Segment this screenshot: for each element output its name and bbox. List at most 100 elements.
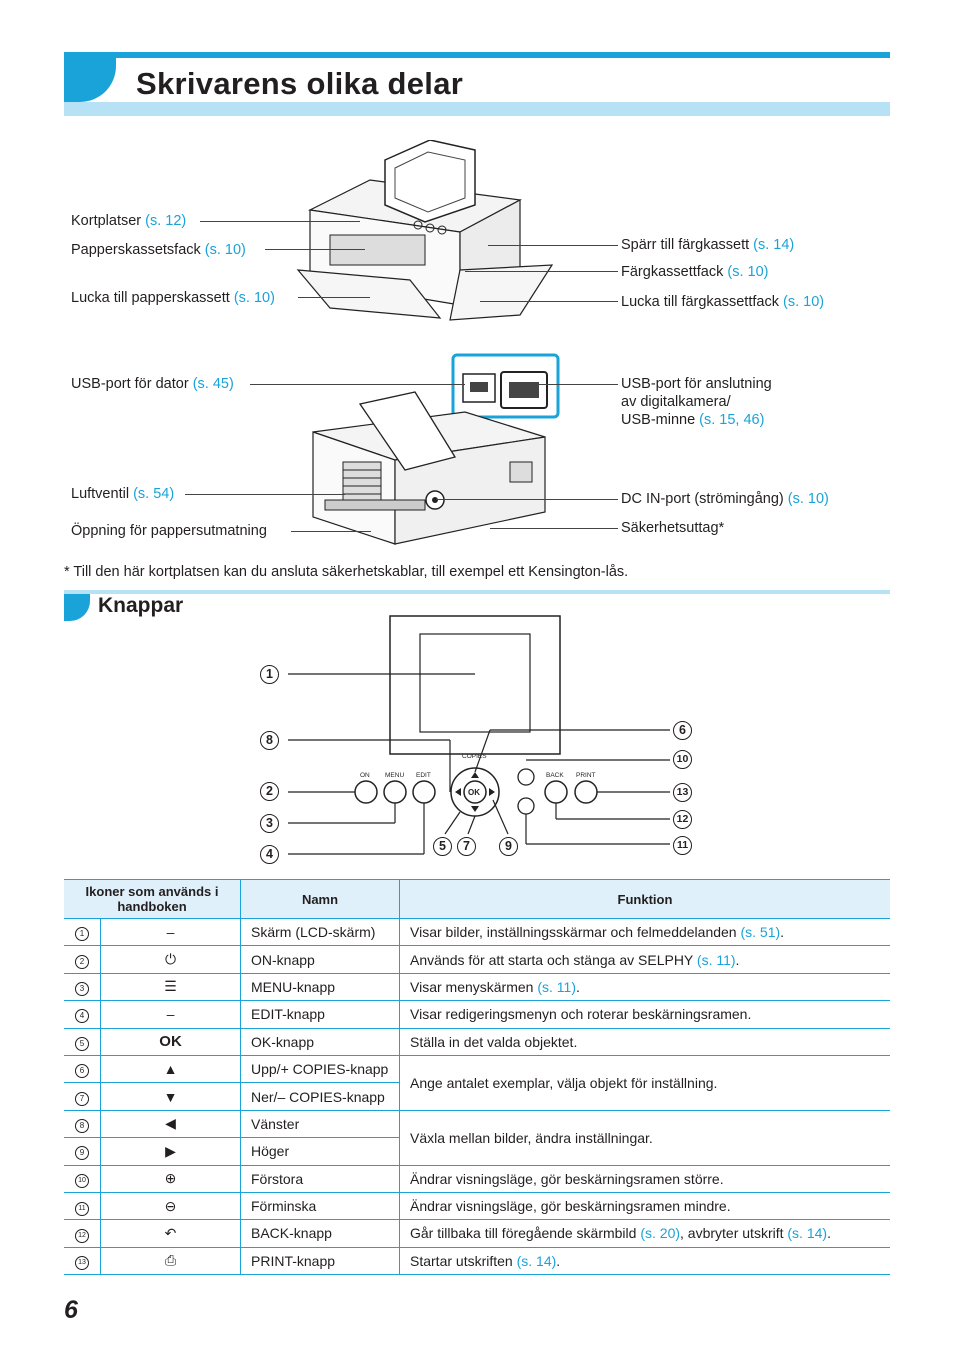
row-name: PRINT-knapp [240, 1247, 400, 1276]
header-icons: Ikoner som används i handboken [64, 879, 241, 919]
leader-oppning [291, 531, 371, 532]
label-dc-in: DC IN-port (strömingång) (s. 10) [621, 491, 829, 507]
copies-label: COPIES [462, 753, 487, 760]
row-number: 1 [75, 927, 90, 942]
page-ref[interactable]: (s. 14) [753, 237, 795, 253]
page-ref[interactable]: (s. 45) [192, 376, 234, 392]
table-row: 1 – Skärm (LCD-skärm) Visar bilder, inst… [64, 918, 890, 947]
row-name: Förminska [240, 1192, 400, 1221]
page-ref[interactable]: (s. 10) [727, 264, 769, 280]
print-icon: ⎙ [100, 1247, 241, 1276]
row-number: 12 [75, 1228, 90, 1243]
row-function: Startar utskriften (s. 14). [399, 1247, 890, 1276]
row-number: 2 [75, 954, 90, 969]
leader-sakerhet [490, 528, 618, 529]
footnote: * Till den här kortplatsen kan du anslut… [64, 564, 629, 580]
row-name: Skärm (LCD-skärm) [240, 918, 400, 947]
row-function: Visar redigeringsmenyn och roterar beskä… [399, 1000, 890, 1029]
callout-3: 3 [260, 814, 279, 833]
row-number: 13 [75, 1256, 90, 1271]
callout-5: 5 [433, 837, 452, 856]
row-number: 5 [75, 1036, 90, 1051]
power-icon: ⏻ [100, 945, 241, 974]
table-row: 13 ⎙ PRINT-knapp Startar utskriften (s. … [64, 1247, 890, 1276]
ok-icon: OK [100, 1028, 241, 1056]
printer-front-illustration [296, 140, 554, 321]
callout-6: 6 [673, 721, 692, 740]
leader-usb-kamera [530, 384, 618, 385]
page-ref[interactable]: (s. 51) [740, 924, 781, 941]
table-row: 7 ▼ Ner/– COPIES-knapp [64, 1082, 890, 1111]
back-label: BACK [546, 772, 564, 779]
page-ref[interactable]: (s. 14) [787, 1225, 828, 1242]
title-tab-decoration [64, 52, 116, 102]
page-title: Skrivarens olika delar [136, 66, 464, 101]
table-row: 4 – EDIT-knapp Visar redigeringsmenyn oc… [64, 1000, 890, 1029]
leader-dc-in [436, 499, 618, 500]
row-function: Ställa in det valda objektet. [399, 1028, 890, 1056]
page-ref[interactable]: (s. 20) [640, 1225, 681, 1242]
label-kortplatser: Kortplatser (s. 12) [71, 213, 187, 229]
page-ref[interactable]: (s. 11) [696, 951, 736, 968]
callout-13: 13 [673, 783, 692, 802]
row-number: 8 [75, 1118, 90, 1133]
row-function: Växla mellan bilder, ändra inställningar… [399, 1110, 890, 1166]
label-line: USB-minne (s. 15, 46) [621, 412, 765, 428]
leader-usb-dator [250, 384, 465, 385]
row-number: 3 [75, 981, 90, 996]
print-label: PRINT [576, 772, 596, 779]
table-row: 3 ☰ MENU-knapp Visar menyskärmen (s. 11)… [64, 973, 890, 1002]
row-function: Går tillbaka till föregående skärmbild (… [399, 1219, 890, 1248]
table-row: 8 ◀ Vänster Växla mellan bilder, ändra i… [64, 1110, 890, 1166]
page-ref[interactable]: (s. 10) [204, 242, 246, 258]
row-icon: – [100, 1000, 241, 1029]
left-arrow-icon: ◀ [100, 1110, 241, 1139]
callout-10: 10 [673, 750, 692, 769]
page-ref[interactable]: (s. 14) [516, 1252, 557, 1269]
label-fargkassettfack: Färgkassettfack (s. 10) [621, 264, 769, 280]
down-arrow-icon: ▼ [100, 1082, 241, 1111]
page-ref[interactable]: (s. 15, 46) [699, 412, 765, 428]
up-arrow-icon: ▲ [100, 1055, 241, 1084]
page-ref[interactable]: (s. 12) [145, 213, 187, 229]
row-number: 9 [75, 1146, 90, 1161]
table-row: 10 ⊕ Förstora Ändrar visningsläge, gör b… [64, 1165, 890, 1193]
table-row: 9 ▶ Höger [64, 1137, 890, 1166]
leader-lucka-papper [298, 297, 370, 298]
label-oppning: Öppning för pappersutmatning [71, 523, 267, 539]
row-name: Vänster [240, 1110, 400, 1139]
row-function: Visar bilder, inställningsskärmar och fe… [399, 918, 890, 947]
page-number: 6 [64, 1296, 78, 1324]
callout-4: 4 [260, 845, 279, 864]
table-row: 2 ⏻ ON-knapp Används för att starta och … [64, 945, 890, 974]
label-lucka-papper: Lucka till papperskassett (s. 10) [71, 290, 275, 306]
page-ref[interactable]: (s. 54) [133, 486, 175, 502]
row-name: BACK-knapp [240, 1219, 400, 1248]
edit-label: EDIT [416, 772, 431, 779]
table-row: 6 ▲ Upp/+ COPIES-knapp Ange antalet exem… [64, 1055, 890, 1111]
page-ref[interactable]: (s. 10) [783, 294, 825, 310]
zoom-out-icon: ⊖ [100, 1192, 241, 1221]
callout-11: 11 [673, 836, 692, 855]
label-line: USB-port för anslutning [621, 376, 772, 392]
printer-back-illustration [312, 353, 560, 545]
right-arrow-icon: ▶ [100, 1137, 241, 1166]
row-name: MENU-knapp [240, 973, 400, 1002]
menu-icon: ☰ [100, 973, 241, 1002]
zoom-in-icon: ⊕ [100, 1165, 241, 1193]
label-usb-kamera: USB-port för anslutning av digitalkamera… [621, 375, 772, 429]
row-number: 11 [75, 1201, 90, 1216]
callout-1: 1 [260, 665, 279, 684]
page-ref[interactable]: (s. 10) [787, 491, 829, 507]
label-sparr: Spärr till färgkassett (s. 14) [621, 237, 795, 253]
label-lucka-farg: Lucka till färgkassettfack (s. 10) [621, 294, 825, 310]
page-ref[interactable]: (s. 11) [537, 978, 576, 995]
row-function: Visar menyskärmen (s. 11). [399, 973, 890, 1002]
label-luftventil: Luftventil (s. 54) [71, 486, 175, 502]
section-rule [64, 590, 890, 594]
row-icon: – [100, 918, 241, 947]
leader-papperskassettsfack [265, 249, 365, 250]
row-name: Höger [240, 1137, 400, 1166]
page-ref[interactable]: (s. 10) [233, 290, 275, 306]
row-number: 7 [75, 1091, 90, 1106]
